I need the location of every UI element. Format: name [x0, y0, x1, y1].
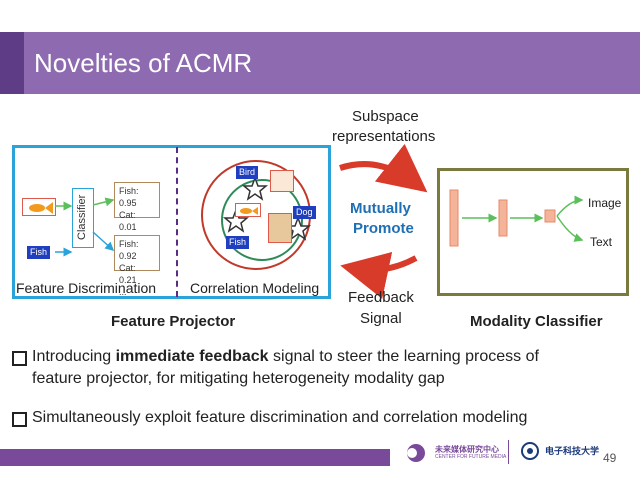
- star-icon-fish: [222, 207, 250, 233]
- score-box-bottom: Fish: 0.92 Cat: 0.21 ...: [114, 235, 160, 297]
- correlation-modeling-label: Correlation Modeling: [190, 280, 320, 296]
- score-top-fish: Fish: 0.95: [119, 186, 139, 208]
- bullet-1-line2: feature projector, for mitigating hetero…: [32, 370, 445, 387]
- bird-chip: Bird: [236, 166, 259, 179]
- mc-layer-2: [498, 199, 508, 237]
- footer-bar: [0, 449, 390, 466]
- logo-future-media-sub: CENTER FOR FUTURE MEDIA: [435, 454, 507, 460]
- mc-layer-3: [544, 209, 556, 223]
- feature-discrimination-label: Feature Discrimination: [16, 280, 157, 296]
- mc-layer-1: [449, 189, 459, 247]
- promote-label: Promote: [353, 220, 414, 237]
- feature-projector-title: Feature Projector: [111, 313, 236, 330]
- arrow-classifier-to-bottom: [92, 231, 115, 252]
- bullet-1-marker: [12, 351, 27, 366]
- fish-image-icon-circle: [235, 203, 261, 217]
- bullet-1-post: signal to steer the learning process of: [268, 348, 539, 365]
- footer-logo-mark-icon: [407, 444, 425, 462]
- page-number: 49: [603, 451, 617, 465]
- goldfish-icon: [29, 202, 53, 214]
- dog-chip: Dog: [293, 206, 316, 219]
- goldfish-small-icon: [240, 207, 258, 215]
- classifier-box: [72, 188, 94, 248]
- mc-arrow-text: [556, 215, 584, 242]
- footer-separator: [508, 440, 509, 464]
- mc-arrow-image: [556, 195, 584, 217]
- mutually-label: Mutually: [350, 200, 411, 217]
- bullet-1-pre: Introducing: [32, 348, 116, 365]
- title-accent: [0, 32, 24, 94]
- feedback-arrow: [340, 251, 418, 299]
- bullet-1: Introducing immediate feedback signal to…: [32, 346, 632, 390]
- star-icon-bird: [241, 175, 269, 201]
- output-image-label: Image: [588, 196, 622, 210]
- fish-image-icon: [22, 198, 56, 216]
- logo-university: 电子科技大学: [545, 446, 600, 456]
- feature-projector-box: [12, 145, 331, 299]
- projector-divider: [176, 147, 178, 297]
- modality-classifier-box: [437, 168, 629, 296]
- subspace-label-line1: Subspace: [352, 108, 419, 125]
- slide-title: Novelties of ACMR: [34, 48, 253, 78]
- subspace-arrow: [339, 143, 428, 193]
- fish-text-chip: Fish: [27, 246, 51, 259]
- bullet-2: Simultaneously exploit feature discrimin…: [32, 409, 528, 426]
- university-seal-icon: [521, 442, 539, 460]
- output-text-label: Text: [590, 235, 613, 249]
- arrow-classifier-to-top: [92, 197, 115, 207]
- feedback-label: Feedback: [348, 289, 414, 306]
- score-top-cat: Cat: 0.01: [119, 210, 137, 232]
- dog-image-icon: [268, 213, 292, 243]
- bullet-1-bold: immediate feedback: [115, 348, 269, 365]
- score-bottom-more: ...: [119, 287, 127, 297]
- bird-image-icon: [270, 170, 294, 192]
- signal-label: Signal: [360, 310, 402, 327]
- modality-classifier-title: Modality Classifier: [470, 313, 603, 330]
- fish-chip-circle: Fish: [226, 236, 250, 249]
- score-bottom-fish: Fish: 0.92: [119, 239, 139, 261]
- inner-circle: [221, 179, 303, 261]
- score-bottom-cat: Cat: 0.21: [119, 263, 137, 285]
- logo-future-media: 未来媒体研究中心: [435, 445, 499, 454]
- title-bar: [0, 32, 640, 94]
- bullet-2-marker: [12, 412, 27, 427]
- subspace-label-line2: representations: [332, 128, 436, 145]
